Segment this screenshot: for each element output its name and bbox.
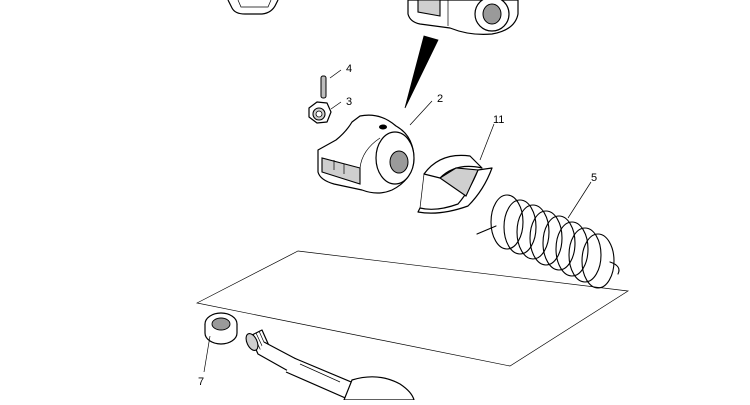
pin-part-4 bbox=[320, 75, 327, 99]
callout-3: 3 bbox=[346, 96, 352, 108]
callout-7: 7 bbox=[198, 376, 204, 388]
assembly-arrow bbox=[404, 35, 439, 109]
bracket-partial-top-left bbox=[227, 0, 279, 15]
leader-lines bbox=[203, 69, 592, 373]
bushing-part-7 bbox=[204, 312, 238, 345]
shim-part-11 bbox=[417, 154, 493, 214]
shaft bbox=[245, 329, 415, 401]
callout-11: 11 bbox=[493, 114, 504, 126]
nut-part-3 bbox=[308, 101, 332, 124]
subassembly-boundary bbox=[195, 250, 630, 367]
callout-2: 2 bbox=[437, 93, 443, 105]
yoke-partial-top bbox=[407, 0, 519, 35]
callout-5: 5 bbox=[591, 172, 597, 184]
callout-4: 4 bbox=[346, 63, 352, 75]
spring-part-5 bbox=[476, 194, 620, 289]
yoke-part-2 bbox=[317, 114, 415, 194]
